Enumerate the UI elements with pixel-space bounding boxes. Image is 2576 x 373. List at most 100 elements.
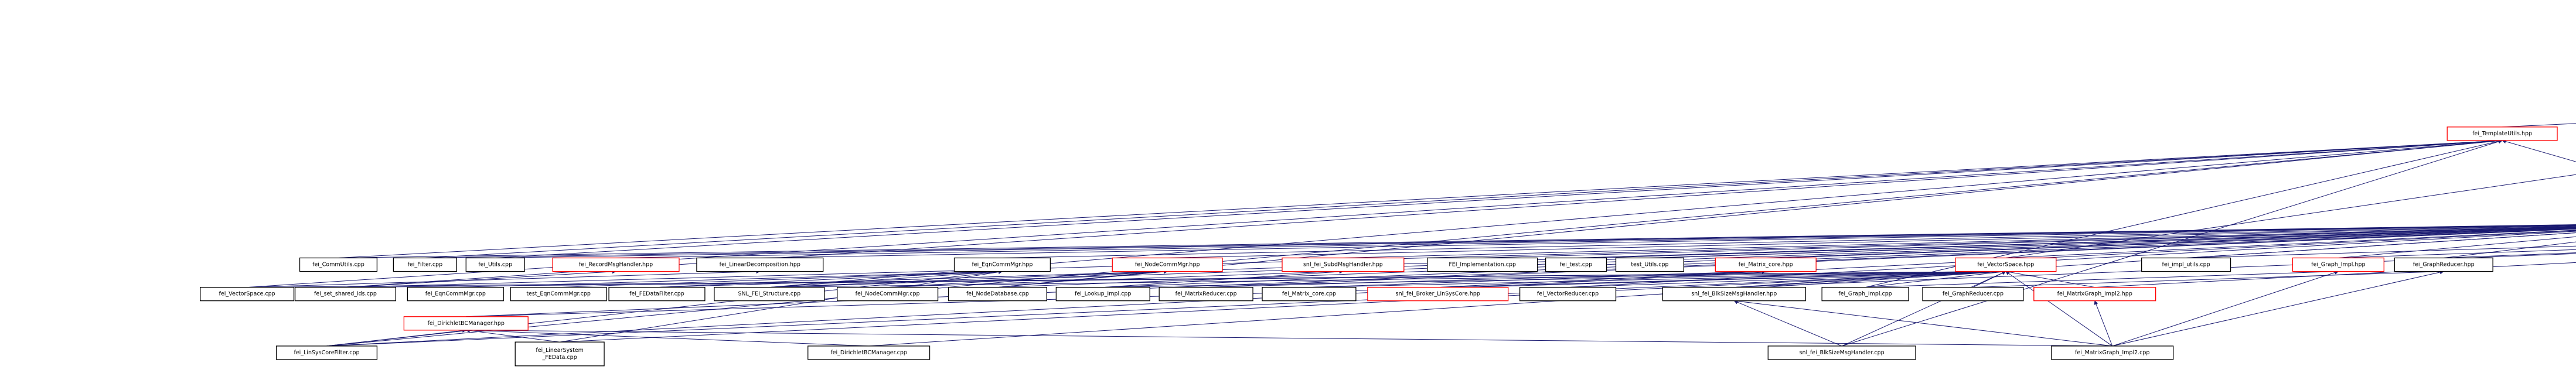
- graph-node-vectorspace-cpp[interactable]: fei_VectorSpace.cpp: [200, 286, 295, 302]
- node-box: [948, 286, 1048, 302]
- graph-node-linsyscore[interactable]: fei_LinSysCoreFilter.cpp: [275, 345, 378, 360]
- node-label: fei_DirichletBCManager.hpp: [428, 320, 505, 327]
- node-box: [1715, 257, 1817, 272]
- node-label: fei_Graph_Impl.hpp: [2311, 261, 2365, 268]
- node-label: fei_NodeCommMgr.cpp: [856, 291, 920, 297]
- dependency-edge: [338, 138, 2503, 258]
- node-label: fei_MatrixGraph_Impl2.cpp: [2075, 350, 2149, 356]
- node-label: fei_MatrixReducer.cpp: [1175, 291, 1237, 297]
- dependency-edge: [2502, 139, 2576, 162]
- dependency-edge: [326, 269, 1003, 347]
- graph-node-matrix-core[interactable]: fei_Matrix_core.hpp: [1715, 257, 1817, 272]
- dependency-edge: [997, 228, 2576, 288]
- dependency-edge: [1103, 228, 2576, 288]
- graph-node-impl-utils[interactable]: fei_impl_utils.cpp: [2141, 257, 2231, 272]
- node-box: [514, 341, 605, 367]
- dependency-edge: [560, 269, 2006, 343]
- graph-node-lookup-impl[interactable]: fei_Lookup_Impl.cpp: [1055, 286, 1150, 302]
- dependency-edge: [1342, 226, 2576, 258]
- node-box: [1545, 257, 1607, 272]
- graph-node-lineardecomp[interactable]: fei_LinearDecomposition.hpp: [696, 257, 824, 272]
- graph-node-graphreducer-cpp[interactable]: fei_GraphReducer.cpp: [1922, 286, 2024, 302]
- dependency-edge: [465, 328, 2112, 347]
- dependency-edge: [1734, 269, 2006, 288]
- graph-node-test-utils[interactable]: test_Utils.cpp: [1615, 257, 1685, 272]
- node-box: [403, 316, 529, 331]
- dependency-edge: [326, 328, 466, 347]
- graph-node-test-cpp[interactable]: fei_test.cpp: [1545, 257, 1607, 272]
- node-box: [1282, 257, 1405, 272]
- node-label: fei_Graph_Impl.cpp: [1838, 291, 1892, 297]
- graph-node-dirichlet-cpp[interactable]: fei_DirichletBCManager.cpp: [807, 345, 931, 360]
- graph-node-vectorspace[interactable]: fei_VectorSpace.hpp: [1955, 257, 2057, 272]
- dependency-edge: [1206, 269, 1766, 288]
- node-label: fei_LinearDecomposition.hpp: [720, 261, 800, 268]
- node-label: fei_impl_utils.cpp: [2162, 261, 2210, 268]
- graph-node-templateutils[interactable]: fei_TemplateUtils.hpp: [2446, 126, 2558, 141]
- dependency-edge: [1309, 269, 2006, 288]
- node-label: SNL_FEI_Structure.cpp: [738, 291, 800, 297]
- dependency-edge: [1733, 300, 1842, 347]
- node-label: fei_FEDataFilter.cpp: [629, 291, 684, 297]
- node-box: [1767, 345, 1916, 360]
- graph-node-matrixgraph-impl2-hpp[interactable]: fei_MatrixGraph_Impl2.hpp: [2033, 286, 2156, 302]
- graph-node-recordmsg[interactable]: fei_RecordMsgHandler.hpp: [552, 257, 680, 272]
- dependency-edge: [345, 269, 616, 288]
- node-label: fei_TemplateUtils.hpp: [2472, 131, 2532, 137]
- graph-node-nodecommmgr[interactable]: fei_NodeCommMgr.hpp: [1112, 257, 1223, 272]
- graph-node-eqncommmgr-cpp[interactable]: fei_EqnCommMgr.cpp: [407, 286, 504, 302]
- graph-node-graphreducer-hpp[interactable]: fei_GraphReducer.hpp: [2394, 257, 2493, 272]
- node-box: [1055, 286, 1150, 302]
- node-box: [953, 257, 1051, 272]
- dependency-edge: [1733, 299, 2112, 347]
- graph-node-utils-cpp[interactable]: fei_Utils.cpp: [465, 257, 525, 272]
- graph-node-blksizemsg-cpp[interactable]: snl_fei_BlkSizeMsgHandler.cpp: [1767, 345, 1916, 360]
- node-box: [837, 286, 939, 302]
- node-label: fei_NodeDatabase.cpp: [966, 291, 1029, 297]
- dependency-edge: [1568, 231, 2576, 288]
- dependency-edge: [759, 225, 2576, 258]
- graph-node-fedatafilter[interactable]: fei_FEDataFilter.cpp: [608, 286, 706, 302]
- graph-node-graph-impl-hpp[interactable]: fei_Graph_Impl.hpp: [2292, 257, 2384, 272]
- graph-node-linearsystem[interactable]: fei_LinearSystem_FEData.cpp: [514, 341, 605, 367]
- graph-node-nodedatabase[interactable]: fei_NodeDatabase.cpp: [948, 286, 1048, 302]
- node-label: fei_Filter.cpp: [408, 261, 443, 268]
- node-label: fei_MatrixGraph_Impl2.hpp: [2057, 291, 2132, 297]
- graph-node-commutils-cpp[interactable]: fei_CommUtils.cpp: [299, 257, 378, 272]
- graph-node-fei-impl[interactable]: FEI_Implementation.cpp: [1427, 257, 1538, 272]
- node-label: _FEData.cpp: [542, 354, 577, 361]
- graph-node-vectorreducer[interactable]: fei_VectorReducer.cpp: [1519, 286, 1617, 302]
- node-box: [2394, 257, 2493, 272]
- graph-node-nodecommmgr-cpp[interactable]: fei_NodeCommMgr.cpp: [837, 286, 939, 302]
- node-label: fei_VectorReducer.cpp: [1537, 291, 1599, 297]
- graph-node-test-eqncomm[interactable]: test_EqnCommMgr.cpp: [510, 286, 607, 302]
- node-box: [510, 286, 607, 302]
- node-box: [200, 286, 295, 302]
- graph-node-set-shared[interactable]: fei_set_shared_ids.cpp: [294, 286, 397, 302]
- node-label: fei_Lookup_Impl.cpp: [1075, 291, 1131, 297]
- graph-node-matrixreducer[interactable]: fei_MatrixReducer.cpp: [1158, 286, 1253, 302]
- node-box: [807, 345, 931, 360]
- graph-node-matrix-core-cpp[interactable]: fei_Matrix_core.cpp: [1262, 286, 1357, 302]
- graph-node-matrixgraph-impl2-cpp[interactable]: fei_MatrixGraph_Impl2.cpp: [2051, 345, 2174, 360]
- dependency-edge: [769, 269, 1003, 288]
- dependency-edge: [887, 269, 1168, 288]
- node-box: [407, 286, 504, 302]
- graph-node-broker[interactable]: snl_fei_Broker_LinSysCore.hpp: [1367, 286, 1509, 302]
- node-box: [1112, 257, 1223, 272]
- dependency-edge: [997, 269, 1168, 288]
- node-layer: snl_fei_MapConfig.hppsnl_fei_MapTraits_s…: [200, 126, 2558, 367]
- dependency-edge: [769, 269, 2006, 288]
- node-box: [1262, 286, 1357, 302]
- graph-node-snl-structure[interactable]: SNL_FEI_Structure.cpp: [714, 286, 825, 302]
- graph-node-graph-impl-cpp[interactable]: fei_Graph_Impl.cpp: [1821, 286, 1909, 302]
- graph-node-blksizemsg-hpp[interactable]: snl_fei_BlkSizeMsgHandler.hpp: [1662, 286, 1806, 302]
- graph-node-filter-cpp[interactable]: fei_Filter.cpp: [393, 257, 457, 272]
- graph-node-eqncommmgr[interactable]: fei_EqnCommMgr.hpp: [953, 257, 1051, 272]
- graph-node-subdmsg[interactable]: snl_fei_SubdMsgHandler.hpp: [1282, 257, 1405, 272]
- dependency-edge: [769, 269, 1168, 288]
- graph-node-dirichlet-hpp[interactable]: fei_DirichletBCManager.hpp: [403, 316, 529, 331]
- dependency-edge: [1972, 269, 2444, 288]
- node-box: [608, 286, 706, 302]
